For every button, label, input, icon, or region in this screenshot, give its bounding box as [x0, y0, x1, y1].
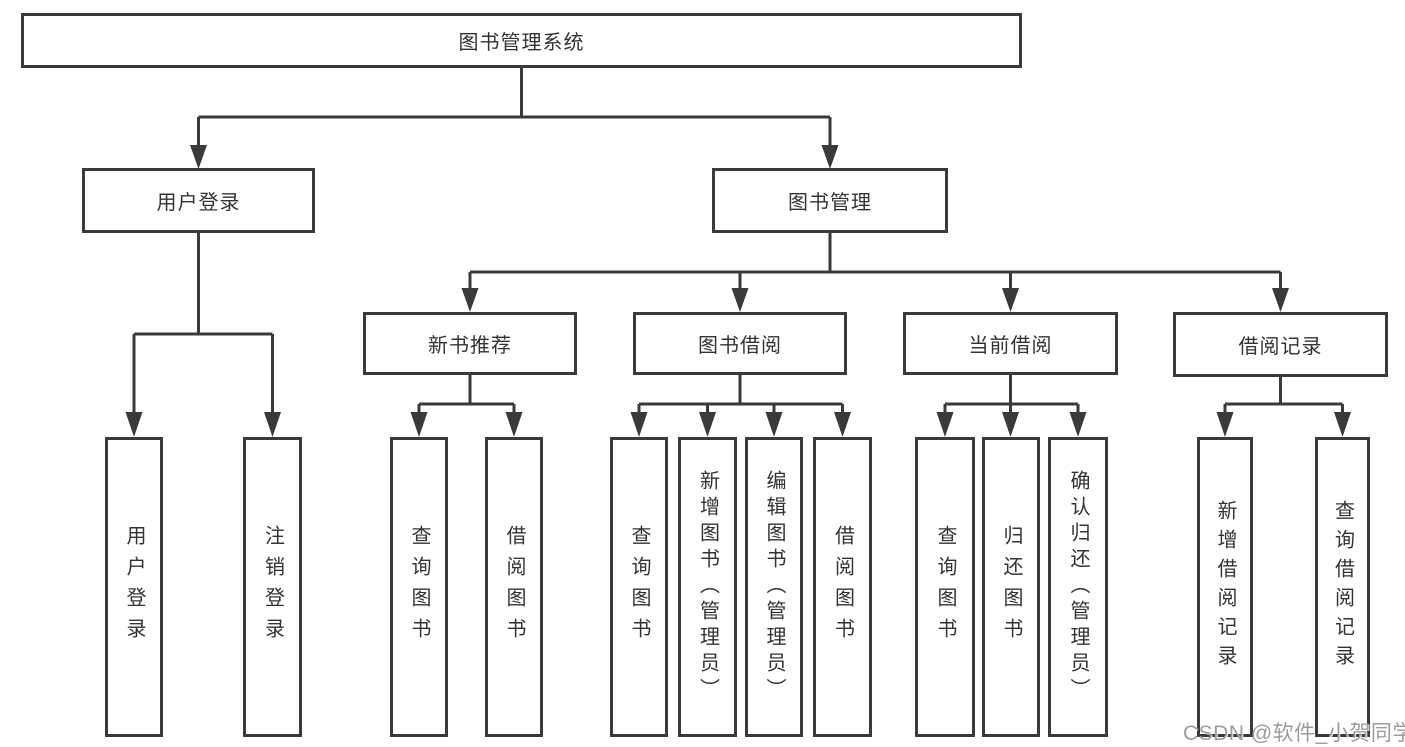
node-label: 新书推荐	[428, 335, 512, 357]
leaf-logout: 注销登录	[243, 437, 302, 737]
node-current-borrowing: 当前借阅	[903, 312, 1118, 375]
node-label: 借阅图书	[831, 525, 854, 649]
node-label: 归还图书	[1000, 525, 1022, 649]
leaf-confirm-return-admin: 确认归还（管理员）	[1048, 437, 1108, 737]
node-label: 查询图书	[934, 525, 956, 649]
leaf-query-books-1: 查询图书	[390, 437, 448, 737]
node-label: 新增借阅记录	[1214, 500, 1236, 674]
node-user-login: 用户登录	[82, 168, 315, 233]
watermark: CSDN @软件_小贺同学	[1183, 722, 1405, 745]
leaf-borrow-books-2: 借阅图书	[813, 437, 872, 737]
node-label: 借阅记录	[1238, 336, 1323, 358]
node-label: 查询图书	[408, 525, 430, 649]
node-label: 确认归还（管理员）	[1067, 470, 1089, 704]
node-label: 查询借阅记录	[1331, 500, 1354, 674]
node-label: 当前借阅	[968, 335, 1053, 357]
node-label: 用户登录	[123, 525, 145, 649]
node-borrowing-records: 借阅记录	[1173, 312, 1388, 377]
node-book-management: 图书管理	[712, 168, 948, 233]
leaf-edit-books-admin: 编辑图书（管理员）	[745, 437, 803, 737]
leaf-return-books: 归还图书	[982, 437, 1040, 737]
leaf-add-books-admin: 新增图书（管理员）	[678, 437, 737, 737]
node-book-management-system: 图书管理系统	[21, 13, 1022, 68]
node-label: 注销登录	[261, 525, 284, 649]
node-label: 查询图书	[628, 525, 650, 649]
node-label: 编辑图书（管理员）	[763, 470, 785, 704]
node-label: 用户登录	[156, 192, 241, 214]
leaf-query-borrow-record: 查询借阅记录	[1315, 437, 1370, 737]
leaf-query-books-2: 查询图书	[610, 437, 668, 737]
node-book-borrowing: 图书借阅	[633, 312, 847, 375]
leaf-add-borrow-record: 新增借阅记录	[1197, 437, 1253, 737]
node-label: 新增图书（管理员）	[696, 470, 719, 704]
node-new-book-recommendation: 新书推荐	[363, 312, 577, 375]
node-label: 图书管理系统	[458, 32, 585, 54]
node-label: 图书借阅	[698, 335, 782, 357]
leaf-borrow-books-1: 借阅图书	[485, 437, 543, 737]
node-label: 图书管理	[788, 192, 872, 214]
leaf-query-books-3: 查询图书	[915, 437, 975, 737]
leaf-user-login: 用户登录	[105, 437, 163, 737]
node-label: 借阅图书	[503, 525, 525, 649]
